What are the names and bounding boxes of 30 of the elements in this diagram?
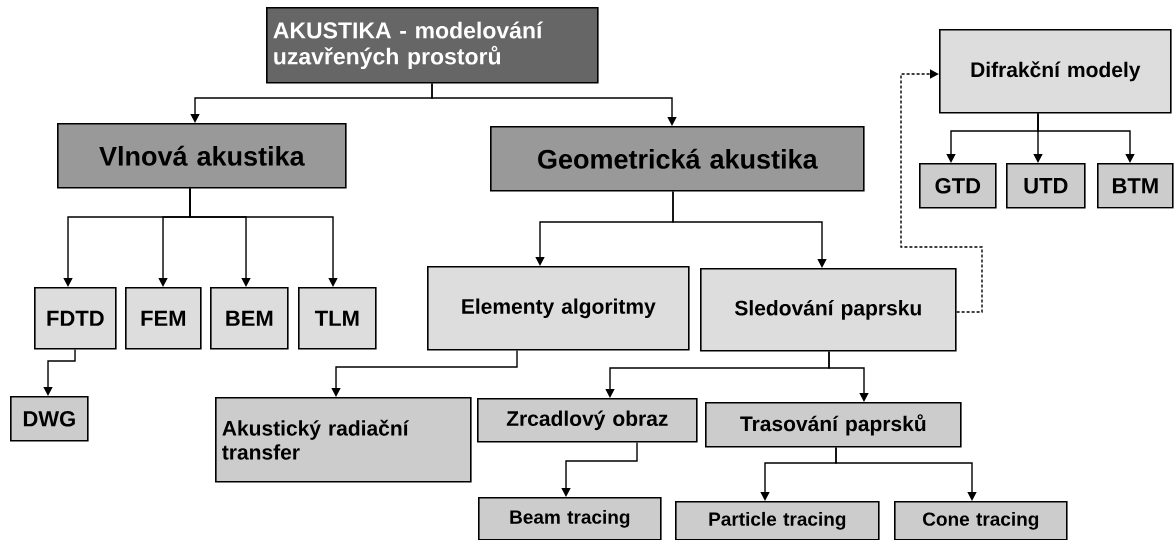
arrow: [828, 350, 869, 402]
method-box: Akustický radiační transfer: [215, 397, 472, 483]
method-box: BEM: [210, 287, 289, 350]
arrow: [900, 69, 983, 313]
method-box: FDTD: [34, 287, 117, 350]
method-box: BTM: [1097, 163, 1174, 209]
arrow: [331, 349, 518, 397]
arrow: [672, 190, 827, 268]
arrow: [43, 348, 76, 396]
title-box: AKUSTIKA - modelování uzavřených prostorů: [266, 7, 599, 84]
category-box: Vlnová akustika: [57, 123, 347, 189]
method-box: Difrakční modely: [939, 29, 1172, 114]
method-box: FEM: [125, 287, 202, 350]
method-box: TLM: [298, 287, 377, 350]
method-box: Trasování paprsků: [705, 402, 962, 448]
arrow: [431, 82, 677, 126]
method-box: Elementy algoritmy: [427, 266, 690, 351]
arrow: [561, 441, 638, 497]
method-box: Cone tracing: [894, 501, 1068, 540]
method-box: Sledování paprsku: [700, 268, 957, 352]
method-box: Particle tracing: [675, 501, 880, 540]
arrow: [1037, 112, 1135, 163]
arrow: [189, 187, 338, 287]
arrow: [835, 446, 977, 501]
method-box: Zrcadlový obraz: [477, 398, 698, 443]
method-box: DWG: [10, 396, 89, 442]
method-box: Beam tracing: [478, 497, 662, 540]
category-box: Geometrická akustika: [490, 126, 865, 192]
method-box: GTD: [919, 163, 997, 209]
method-box: UTD: [1006, 163, 1086, 209]
